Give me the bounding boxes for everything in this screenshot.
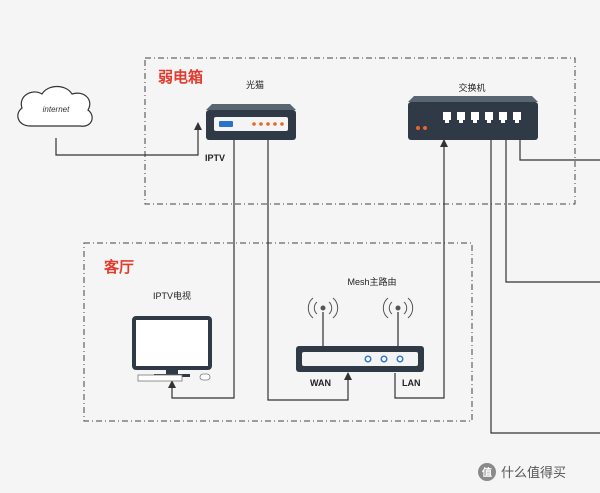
ethernet-port-icon bbox=[443, 112, 451, 123]
switch-ports bbox=[443, 112, 521, 123]
ethernet-port-icon bbox=[513, 112, 521, 123]
tv-screen-icon bbox=[132, 316, 212, 370]
cloud-icon bbox=[17, 85, 93, 127]
wifi-signal-icon bbox=[382, 297, 414, 319]
router-led-icon bbox=[396, 355, 404, 363]
wire-switch-out-2 bbox=[505, 140, 600, 283]
watermark-text: 什么值得买 bbox=[501, 465, 566, 480]
watermark: 值 什么值得买 bbox=[478, 463, 566, 481]
wires bbox=[55, 122, 600, 434]
modem-led-icon bbox=[252, 122, 256, 126]
weak-box-zone bbox=[144, 57, 576, 205]
router-led-icon bbox=[380, 355, 388, 363]
mesh-router-label: Mesh主路由 bbox=[347, 276, 396, 287]
ethernet-port-icon bbox=[457, 112, 465, 123]
modem-led-icon bbox=[266, 122, 270, 126]
wire-modem-wan bbox=[267, 140, 352, 401]
router-wan-label: WAN bbox=[310, 378, 331, 388]
living-room-zone bbox=[83, 242, 473, 422]
modem-led-icon bbox=[259, 122, 263, 126]
watermark-badge-icon bbox=[478, 463, 496, 481]
switch-led-icon bbox=[423, 126, 427, 130]
living-room-zone-label: 客厅 bbox=[103, 258, 134, 276]
wire-modem-tv bbox=[168, 140, 235, 399]
watermark-badge-text: 值 bbox=[482, 466, 492, 479]
mesh-router-device: Mesh主路由 WAN LAN bbox=[296, 276, 424, 388]
weak-box-zone-label: 弱电箱 bbox=[158, 68, 203, 86]
wire-internet-modem bbox=[55, 122, 202, 156]
wire-switch-out-3 bbox=[490, 140, 600, 434]
ethernet-port-icon bbox=[471, 112, 479, 123]
switch-label: 交换机 bbox=[458, 82, 485, 93]
modem-led-icon bbox=[273, 122, 277, 126]
wire-lan-switch bbox=[394, 139, 448, 399]
router-panel-icon bbox=[302, 352, 418, 366]
ethernet-port-icon bbox=[485, 112, 493, 123]
modem-led-blue-icon bbox=[219, 121, 233, 127]
router-led-icon bbox=[364, 355, 372, 363]
modem-label: 光猫 bbox=[246, 79, 264, 90]
internet-label: internet bbox=[43, 105, 70, 114]
ethernet-port-icon bbox=[499, 112, 507, 123]
switch-led-icon bbox=[416, 126, 420, 130]
modem-led-icon bbox=[280, 122, 284, 126]
tv-device: IPTV电视 bbox=[132, 290, 212, 382]
switch-top-icon bbox=[408, 96, 538, 102]
switch-device: 交换机 bbox=[408, 82, 538, 140]
mouse-icon bbox=[199, 373, 211, 381]
wifi-signal-icon bbox=[307, 297, 339, 319]
tv-stand-icon bbox=[166, 369, 178, 374]
modem-top-icon bbox=[206, 104, 296, 110]
router-lan-label: LAN bbox=[402, 378, 421, 388]
modem-iptv-port-label: IPTV bbox=[205, 153, 225, 163]
keyboard-icon bbox=[137, 374, 183, 382]
internet-cloud: internet bbox=[17, 85, 93, 127]
modem-panel-icon bbox=[214, 117, 288, 131]
tv-label: IPTV电视 bbox=[153, 290, 191, 301]
modem-device: 光猫 IPTV bbox=[205, 79, 296, 163]
wire-switch-out-1 bbox=[519, 140, 600, 161]
